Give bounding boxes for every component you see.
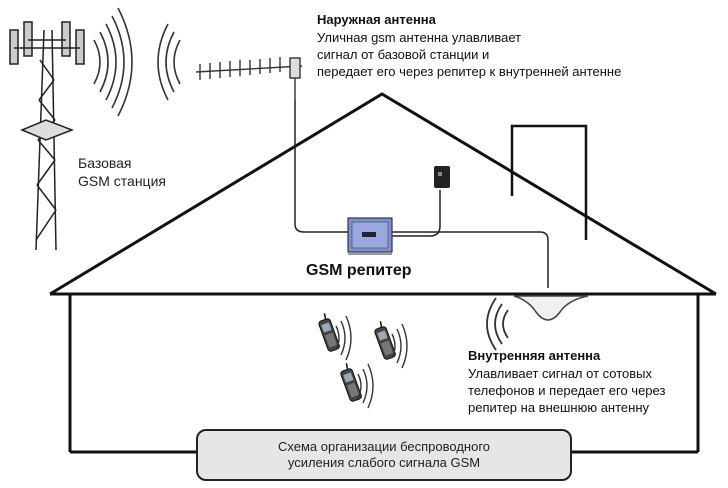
repeater-label: GSM репитер	[306, 262, 412, 279]
outdoor-antenna-desc-line-2: сигнал от базовой станции и	[317, 47, 490, 62]
indoor-antenna-desc-line-1: Улавливает сигнал от сотовых	[468, 366, 653, 381]
outdoor-antenna	[195, 57, 303, 100]
base-station-label-line-2: GSM станция	[78, 173, 166, 189]
scheme-caption-line-2: усиления слабого сигнала GSM	[287, 455, 481, 470]
phone-2-waves	[391, 323, 408, 369]
gsm-repeater-device	[347, 217, 393, 255]
mobile-phones	[318, 313, 408, 409]
indoor-antenna-title: Внутренняя антенна	[468, 348, 601, 363]
phone-2	[374, 321, 396, 360]
scheme-caption-box: Схема организации беспроводного усиления…	[196, 429, 572, 481]
base-station-tower	[9, 21, 85, 251]
house-outline	[49, 92, 717, 454]
scheme-caption-line-1: Схема организации беспроводного	[277, 439, 491, 454]
outdoor-antenna-title: Наружная антенна	[317, 12, 436, 27]
indoor-antenna-desc-line-3: репитер на внешнюю антенну	[468, 400, 650, 415]
indoor-antenna-signal-waves	[486, 297, 509, 351]
indoor-antenna-desc-line-2: телефонов и передает его через	[468, 383, 666, 398]
power-adapter	[434, 166, 450, 188]
phone-1-waves	[335, 315, 352, 361]
phone-3	[340, 363, 362, 402]
base-station-label-line-1: Базовая	[78, 155, 132, 171]
outdoor-antenna-desc-line-1: Уличная gsm антенна улавливает	[317, 30, 522, 45]
cables	[294, 100, 549, 288]
indoor-antenna	[513, 295, 589, 321]
outdoor-antenna-desc-line-3: передает его через репитер к внутренней …	[317, 64, 622, 79]
phone-3-waves	[357, 363, 374, 409]
base-station-signal-waves	[93, 7, 181, 117]
phone-1	[318, 313, 340, 352]
